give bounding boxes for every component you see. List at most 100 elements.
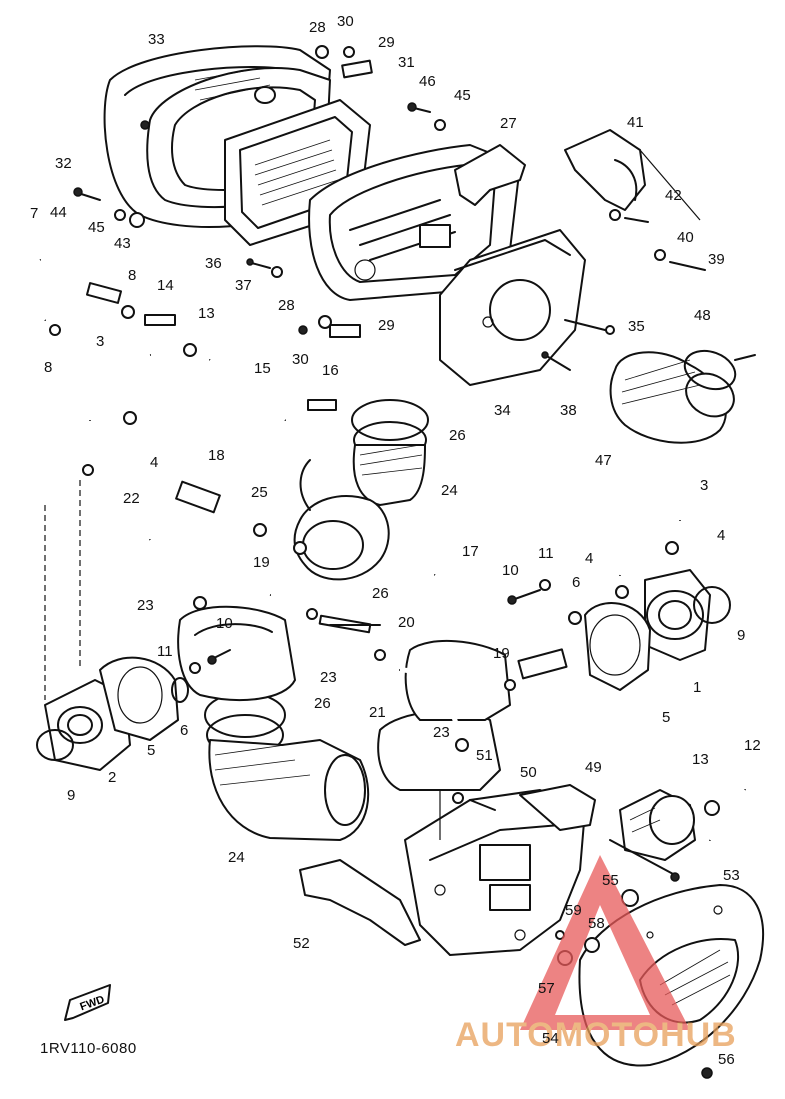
side-cover (439, 229, 586, 386)
part-label-14: 14 (157, 277, 174, 294)
part-label-17: 17 (462, 543, 479, 560)
part-label-58: 58 (588, 915, 605, 932)
intake-manifold-right (584, 569, 731, 691)
part-label-35: 35 (628, 318, 645, 335)
part-label-37: 37 (235, 277, 252, 294)
part-label-55: 55 (602, 872, 619, 889)
part-label-2: 2 (108, 769, 116, 786)
part-label-4: 4 (585, 550, 593, 567)
part-label-18: 18 (208, 447, 225, 464)
part-label-9: 9 (67, 787, 75, 804)
part-label-16: 16 (322, 362, 339, 379)
part-label-19: 19 (253, 554, 270, 571)
part-label-13: 13 (198, 305, 215, 322)
part-label-5: 5 (662, 709, 670, 726)
part-label-51: 51 (476, 747, 493, 764)
part-label-33: 33 (148, 31, 165, 48)
mounting-bracket (404, 784, 596, 956)
intake-duct-upper (293, 399, 429, 581)
cover-41 (564, 129, 646, 211)
part-label-8: 8 (44, 359, 52, 376)
part-label-45: 45 (454, 87, 471, 104)
part-label-13: 13 (692, 751, 709, 768)
part-label-21: 21 (369, 704, 386, 721)
bracket-52 (299, 859, 421, 946)
bracket-27 (454, 144, 526, 206)
part-label-23: 23 (137, 597, 154, 614)
part-label-28: 28 (309, 19, 326, 36)
part-label-53: 53 (723, 867, 740, 884)
part-label-42: 42 (665, 187, 682, 204)
part-label-29: 29 (378, 317, 395, 334)
watermark: AUTOMOTOHUB (455, 855, 737, 1054)
hardware (49, 45, 720, 1079)
part-label-59: 59 (565, 902, 582, 919)
part-label-4: 4 (717, 527, 725, 544)
joint-lower-right (619, 789, 696, 861)
part-label-23: 23 (433, 724, 450, 741)
part-label-49: 49 (585, 759, 602, 776)
part-label-12: 12 (744, 737, 761, 754)
part-label-3: 3 (700, 477, 708, 494)
part-label-1: 1 (693, 679, 701, 696)
part-label-15: 15 (254, 360, 271, 377)
part-label-41: 41 (627, 114, 644, 131)
part-label-54: 54 (542, 1030, 559, 1047)
part-label-24: 24 (441, 482, 458, 499)
part-label-32: 32 (55, 155, 72, 172)
carburetor-right (377, 640, 511, 791)
part-label-50: 50 (520, 764, 537, 781)
intake-manifold-left (36, 656, 189, 771)
part-label-20: 20 (398, 614, 415, 631)
diagram-code: 1RV110-6080 (40, 1040, 137, 1057)
part-label-46: 46 (419, 73, 436, 90)
part-label-40: 40 (677, 229, 694, 246)
part-label-38: 38 (560, 402, 577, 419)
part-label-45: 45 (88, 219, 105, 236)
part-label-22: 22 (123, 490, 140, 507)
hoses (24, 257, 748, 842)
part-label-8: 8 (128, 267, 136, 284)
watermark-triangle (520, 855, 690, 1030)
part-label-47: 47 (595, 452, 612, 469)
part-label-34: 34 (494, 402, 511, 419)
part-label-10: 10 (216, 615, 233, 632)
part-label-3: 3 (96, 333, 104, 350)
part-label-6: 6 (180, 722, 188, 739)
part-label-23: 23 (320, 669, 337, 686)
intake-joint-47 (609, 349, 756, 444)
center-lines (44, 149, 701, 840)
part-label-28: 28 (278, 297, 295, 314)
part-label-24: 24 (228, 849, 245, 866)
part-label-43: 43 (114, 235, 131, 252)
part-label-26: 26 (372, 585, 389, 602)
part-label-30: 30 (292, 351, 309, 368)
watermark-text: AUTOMOTOHUB (455, 1016, 737, 1054)
part-label-5: 5 (147, 742, 155, 759)
part-label-11: 11 (157, 643, 173, 660)
part-label-9: 9 (737, 627, 745, 644)
intake-duct-lower (204, 692, 370, 841)
part-label-57: 57 (538, 980, 555, 997)
part-label-27: 27 (500, 115, 517, 132)
part-label-52: 52 (293, 935, 310, 952)
part-label-11: 11 (538, 545, 554, 562)
part-label-29: 29 (378, 34, 395, 51)
part-label-6: 6 (572, 574, 580, 591)
part-label-19: 19 (493, 645, 510, 662)
part-label-26: 26 (314, 695, 331, 712)
part-label-39: 39 (708, 251, 725, 268)
part-label-4: 4 (150, 454, 158, 471)
part-label-48: 48 (694, 307, 711, 324)
part-label-44: 44 (50, 204, 67, 221)
part-label-31: 31 (398, 54, 415, 71)
part-label-26: 26 (449, 427, 466, 444)
part-label-56: 56 (718, 1051, 735, 1068)
part-label-7: 7 (30, 205, 38, 222)
carburetor-left (177, 605, 296, 701)
part-label-36: 36 (205, 255, 222, 272)
fwd-badge: FWD (64, 984, 111, 1021)
part-label-25: 25 (251, 484, 268, 501)
